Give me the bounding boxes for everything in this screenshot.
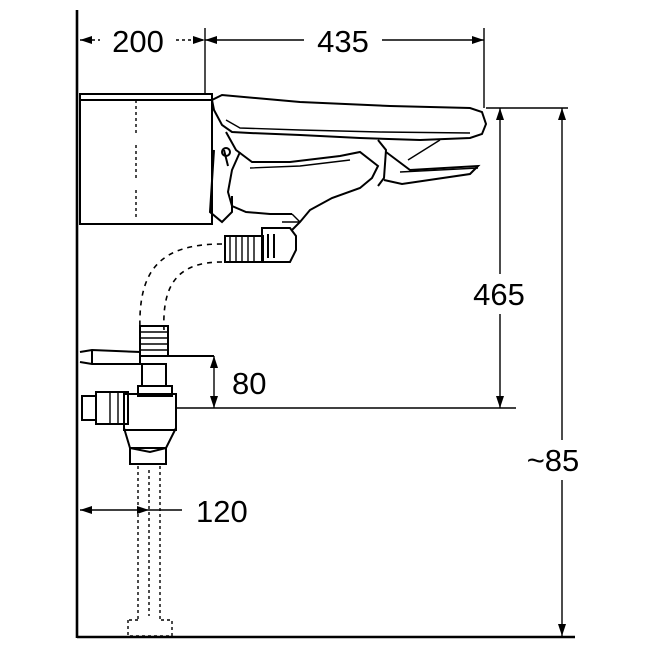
wall-pipe-upper [79, 348, 214, 365]
dimension-80: 80 [176, 356, 516, 409]
basin-outlet [224, 213, 301, 263]
flexible-hose [139, 243, 223, 331]
hose-connector [139, 325, 169, 357]
dimension-label-total-height: ~85 [527, 443, 580, 478]
drain-pipe [127, 466, 173, 637]
dimension-label-120: 120 [196, 494, 248, 529]
dimension-120: 120 [80, 494, 248, 529]
bottle-trap [81, 363, 177, 465]
dimension-435: 435 [205, 24, 485, 108]
dimension-465: 465 [464, 107, 568, 408]
dimension-label-465: 465 [473, 277, 525, 312]
dimension-total-height: ~85 [520, 108, 586, 636]
dimension-label-200: 200 [112, 24, 164, 59]
wall-mounting-block [79, 93, 213, 225]
dimension-label-80: 80 [232, 366, 266, 401]
dimension-200: 200 [80, 24, 206, 94]
washbasin [208, 93, 488, 231]
dimension-label-435: 435 [317, 24, 369, 59]
